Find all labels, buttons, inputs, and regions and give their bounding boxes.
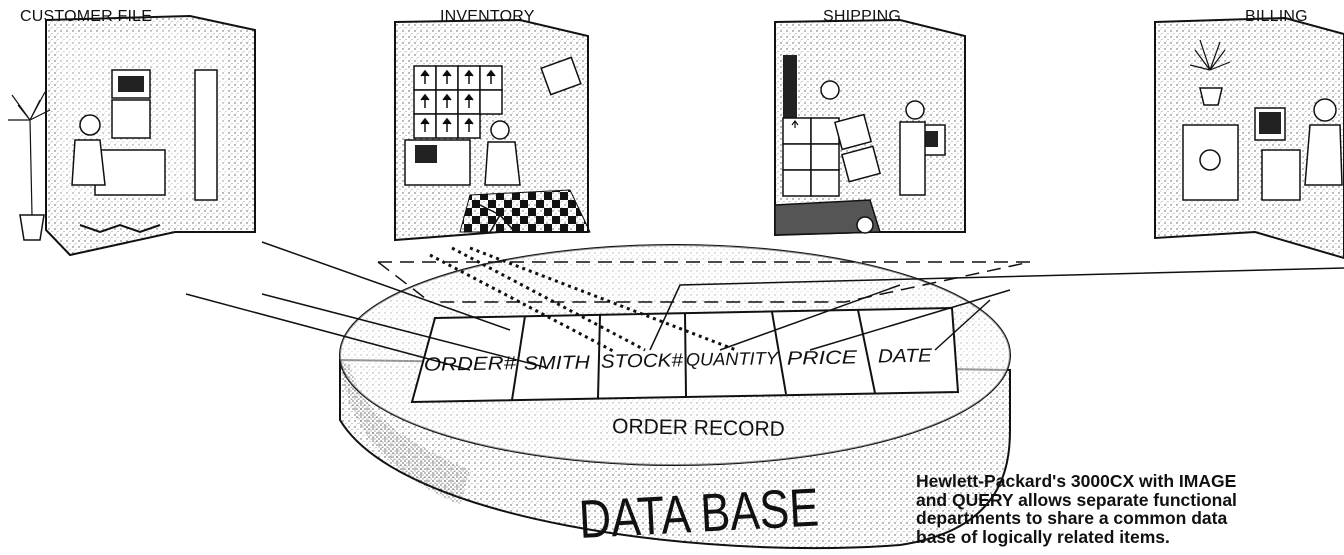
caption-line: departments to share a common data — [916, 508, 1228, 528]
caption-line: and QUERY allows separate functional — [916, 489, 1237, 510]
order-record: ORDER# SMITH STOCK#QUANTITY PRICE DATE — [410, 306, 960, 404]
record-field-5: DATE — [878, 346, 933, 368]
record-field-3: QUANTITY — [686, 348, 780, 370]
record-field-1: SMITH — [524, 352, 591, 374]
customer-file-room — [8, 14, 256, 257]
record-field-4: PRICE — [787, 347, 858, 369]
dept-label-inventory: INVENTORY — [440, 8, 535, 25]
caption-line: Hewlett-Packard's 3000CX with IMAGE — [916, 471, 1237, 491]
caption-line: base of logically related items. — [916, 526, 1170, 547]
dept-label-billing: BILLING — [1245, 8, 1308, 25]
inventory-links — [429, 246, 737, 354]
order-record-label: ORDER RECORD — [612, 415, 785, 441]
shipping-room — [774, 18, 966, 237]
inventory-room — [394, 18, 591, 242]
caption: Hewlett-Packard's 3000CX with IMAGE and … — [916, 472, 1341, 546]
billing-room — [1154, 16, 1344, 260]
database-label: DATA BASE — [577, 478, 820, 550]
connector-lines — [185, 241, 1344, 371]
record-field-0: ORDER# — [424, 353, 517, 376]
record-field-2: STOCK# — [601, 350, 684, 372]
dept-label-shipping: SHIPPING — [823, 8, 902, 25]
dept-label-customer-file: CUSTOMER FILE — [20, 8, 153, 25]
